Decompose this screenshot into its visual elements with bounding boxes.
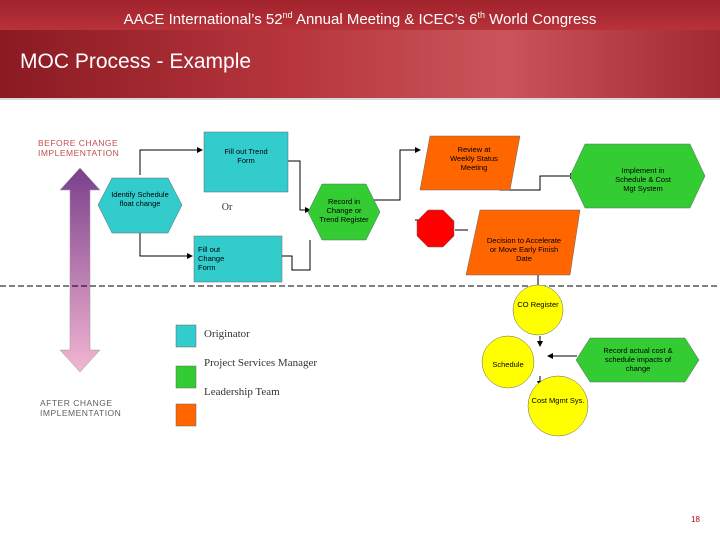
after-caption: AFTER CHANGE IMPLEMENTATION <box>40 398 122 418</box>
co-register-label: CO Register <box>517 300 559 309</box>
stop-octagon <box>416 209 455 248</box>
cost-mgmt-label: Cost Mgmt Sys. <box>531 396 585 405</box>
conference-title: AACE International’s 52nd Annual Meeting… <box>123 10 597 28</box>
decision-box <box>465 209 581 276</box>
legend-swatch-originator <box>175 324 197 348</box>
record-actual-hexagon <box>575 337 700 383</box>
review-meeting-box <box>419 135 521 191</box>
fill-change-form-box <box>193 235 283 283</box>
decision-label: Decision to Accelerate or Move Early Fin… <box>486 236 562 263</box>
slide-number: 18 <box>691 515 700 524</box>
implement-system-hexagon <box>569 143 706 209</box>
identify-float-change-hexagon <box>97 177 183 234</box>
record-register-hexagon <box>307 183 381 241</box>
legend-label-originator: Originator <box>204 328 250 340</box>
legend-swatch-leadership <box>175 403 197 427</box>
or-label: Or <box>221 202 233 213</box>
identify-float-change-label: Identify Schedule float change <box>111 190 169 208</box>
record-actual-label: Record actual cost & schedule impacts of… <box>603 346 673 373</box>
schedule-circle <box>481 335 535 389</box>
co-register-circle <box>512 284 564 336</box>
slide-title: MOC Process - Example <box>20 50 252 73</box>
header-divider <box>0 98 720 100</box>
schedule-label: Schedule <box>492 360 524 369</box>
cost-mgmt-circle <box>527 375 589 437</box>
legend-label-leadership: Leadership Team <box>204 386 280 398</box>
before-caption: BEFORE CHANGE IMPLEMENTATION <box>38 138 120 158</box>
title-band <box>0 30 720 98</box>
legend-swatch-psm <box>175 365 197 389</box>
connectors <box>139 147 577 387</box>
review-meeting-label: Review at Weekly Status Meeting <box>450 145 498 172</box>
implement-system-label: Implement in Schedule & Cost Mgt System <box>615 166 671 193</box>
fill-trend-form-label: Fill out Trend Form <box>224 147 268 165</box>
fill-trend-form-box <box>203 131 289 193</box>
legend-label-psm: Project Services Manager <box>204 357 318 369</box>
fill-change-form-label: Fill out Change Form <box>198 245 225 272</box>
record-register-label: Record in Change or Trend Register <box>319 197 369 224</box>
timeline-arrow <box>59 167 101 373</box>
